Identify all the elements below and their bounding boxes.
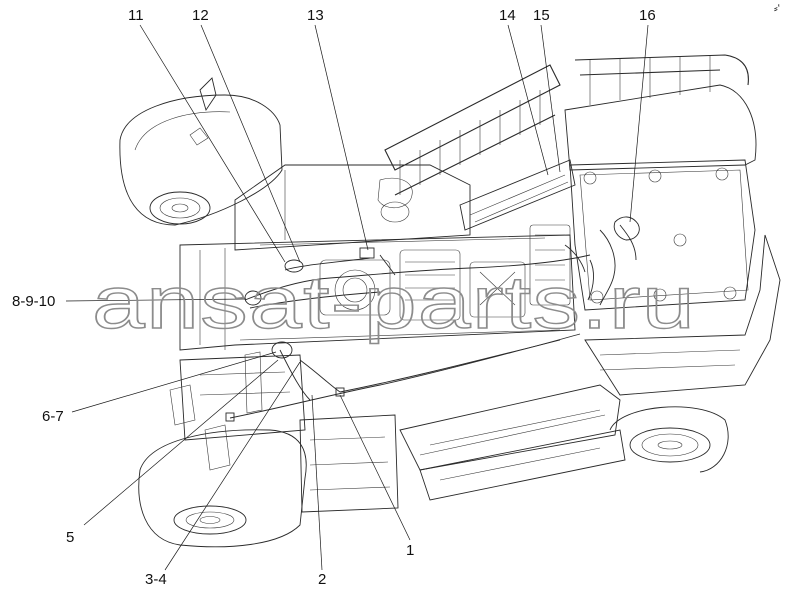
callout-13: 13 <box>307 7 324 24</box>
callout-8-9-10: 8-9-10 <box>12 293 55 310</box>
callout-12: 12 <box>192 7 209 24</box>
callout-1: 1 <box>406 542 414 559</box>
callout-2: 2 <box>318 571 326 588</box>
vehicle-drawing <box>119 54 781 548</box>
callout-14: 14 <box>499 7 516 24</box>
callout-16: 16 <box>639 7 656 24</box>
callout-15: 15 <box>533 7 550 24</box>
watermark-text: ansat-parts.ru <box>92 261 696 344</box>
callout-labels: 11 12 13 14 15 16 8-9-10 6-7 5 3-4 2 1 <box>12 7 656 588</box>
corner-mark: ⸗ʻ <box>774 3 780 15</box>
callout-11: 11 <box>128 7 144 24</box>
guard-rail-left <box>384 64 561 196</box>
callout-5: 5 <box>66 529 74 546</box>
leader-lines <box>65 24 649 571</box>
callout-3-4: 3-4 <box>145 571 167 588</box>
guard-rail-right <box>574 54 749 105</box>
callout-6-7: 6-7 <box>42 408 64 425</box>
wiring-harness <box>225 216 640 422</box>
